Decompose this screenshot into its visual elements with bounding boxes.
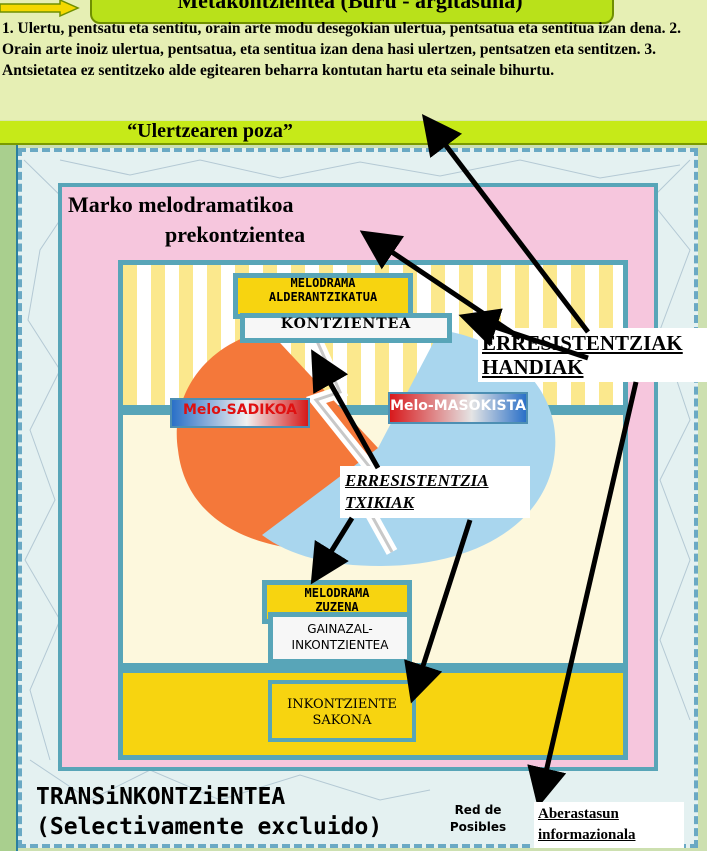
trans-line-2: (Selectivamente excluido) xyxy=(36,814,383,840)
marko-line-2: prekontzientea xyxy=(165,222,306,247)
arrow-to-pose xyxy=(421,114,590,334)
aberastasun-box xyxy=(534,802,684,848)
kontzientea-box xyxy=(240,313,452,343)
arrow-small-to-kontzientea xyxy=(311,349,381,470)
gain-line-2: INKONTZIENTEA xyxy=(291,638,389,652)
gainazal-inkontzientea-label: GAINAZAL- INKONTZIENTEA xyxy=(268,621,412,653)
melo-masokista-label: Melo-MASOKISTA xyxy=(390,398,526,414)
trans-line-1: TRANSiNKONTZiENTEA xyxy=(36,784,286,810)
title-arrow-icon xyxy=(0,0,80,18)
red-line-1: Red de xyxy=(454,803,502,817)
small-resistance-line-2: TXIKIAK xyxy=(345,493,414,512)
gain-line-1: GAINAZAL- xyxy=(307,622,373,636)
gainazal-inkontzientea-box xyxy=(268,612,412,664)
arrow-small-to-zuzena xyxy=(310,516,355,585)
pose-label: “Ulertzearen poza” xyxy=(127,120,293,142)
left-strip xyxy=(0,145,18,851)
kontzientea-label: KONTZIENTEA xyxy=(280,316,412,332)
arrow-small-to-sakona xyxy=(404,519,473,704)
arrow-big-to-aberastasun xyxy=(527,381,639,808)
big-resistance-line-2: HANDIAK xyxy=(482,355,584,379)
small-resistance-box xyxy=(340,466,530,518)
diagram-title: Metakontzientea (Buru - argitasuna) xyxy=(177,0,523,13)
red-de-posibles-label: Red de Posibles xyxy=(438,802,518,836)
inkontziente-sakona-label: INKONTZIENTE SAKONA xyxy=(268,697,416,729)
melo-masokista-badge xyxy=(388,392,528,424)
small-resistance-label: ERRESISTENTZIA TXIKIAK xyxy=(345,470,489,514)
title-bar xyxy=(90,0,614,24)
aber-line-2: informazionala xyxy=(538,827,636,843)
description-text: 1. Ulertu, pentsatu eta sentitu, orain a… xyxy=(2,20,681,79)
arrow-to-marko xyxy=(359,230,522,341)
mel-top-line-2: ALDERANTZIKATUA xyxy=(268,290,378,304)
aber-line-1: Aberastasun xyxy=(538,806,619,822)
zuzena-line-2: ZUZENA xyxy=(315,600,359,614)
small-resistance-line-1: ERRESISTENTZIA xyxy=(345,471,489,490)
pose-bar xyxy=(0,121,707,145)
arrow-to-kontzientea xyxy=(458,308,589,361)
marko-label: Marko melodramatikoa prekontzientea xyxy=(68,190,368,250)
melo-sadikoa-label: Melo-SADIKOA xyxy=(183,402,297,418)
melodrama-zuzena-label: MELODRAMA ZUZENA xyxy=(262,586,412,614)
aberastasun-label: Aberastasun informazionala xyxy=(538,804,636,846)
melo-sadikoa-badge xyxy=(170,398,310,428)
big-resistance-label: ERRESISTENTZIAK HANDIAK xyxy=(482,331,683,379)
ink-line-1: INKONTZIENTE xyxy=(287,697,397,712)
ink-line-2: SAKONA xyxy=(312,713,372,728)
red-line-2: Posibles xyxy=(449,820,507,834)
melodrama-alderantzikatua-label: MELODRAMA ALDERANTZIKATUA xyxy=(233,276,413,304)
mel-top-line-1: MELODRAMA xyxy=(290,276,356,290)
zuzena-line-1: MELODRAMA xyxy=(304,586,370,600)
marko-line-1: Marko melodramatikoa xyxy=(68,192,294,217)
inkontziente-sakona-box xyxy=(268,680,416,742)
transinkontziente-label: TRANSiNKONTZiENTEA (Selectivamente exclu… xyxy=(36,782,382,842)
